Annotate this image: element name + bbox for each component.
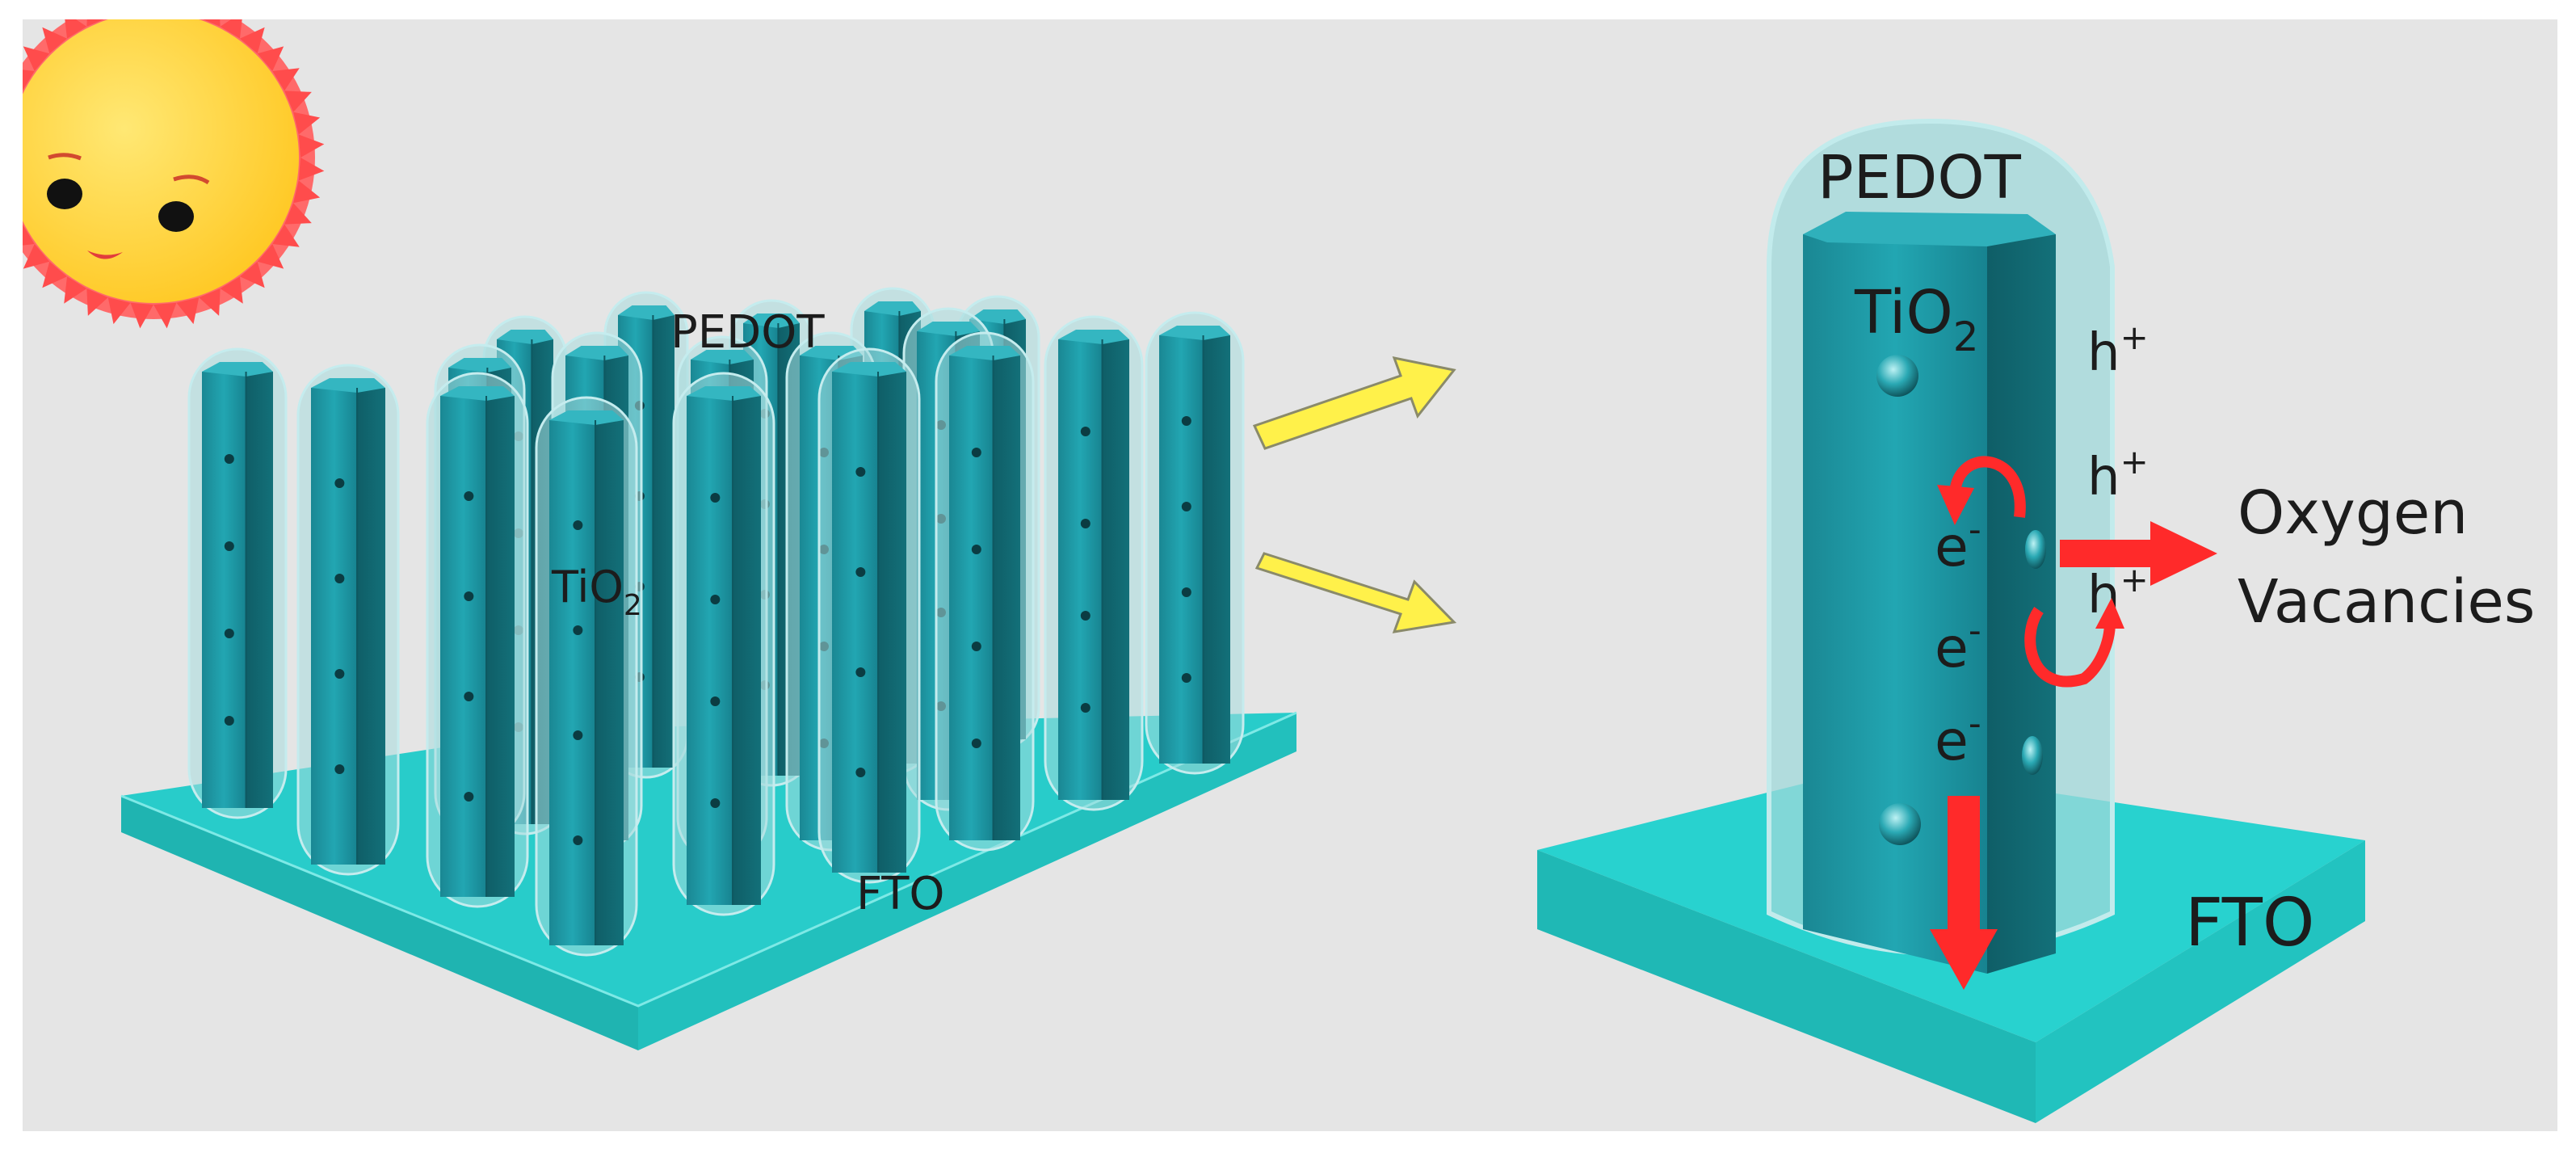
yellow-arrow-icon bbox=[1252, 356, 1456, 450]
red-arrow-icon bbox=[2060, 521, 2217, 586]
left-fto-label: FTO bbox=[856, 868, 945, 920]
nanorod bbox=[296, 364, 400, 876]
sun-ray bbox=[293, 112, 321, 135]
left-array-illustration: PEDOT TiO2 FTO bbox=[120, 287, 1297, 1050]
left-pedot-label: PEDOT bbox=[670, 306, 825, 359]
sun-ray bbox=[257, 46, 284, 72]
nanorod bbox=[535, 396, 638, 957]
electron-label: e- bbox=[1935, 703, 1981, 773]
right-tio2-rod bbox=[1803, 212, 2056, 974]
sun-ray bbox=[239, 261, 265, 288]
oxygen-vacancies-label: Oxygen Vacancies bbox=[2238, 478, 2535, 637]
right-single-rod-illustration: PEDOT TiO2 h+ h+ h+ e- e- e- bbox=[1537, 118, 2535, 1123]
nanorod bbox=[187, 347, 288, 819]
nanorod bbox=[1145, 311, 1245, 775]
sun-ray bbox=[176, 297, 200, 325]
nanorod bbox=[672, 372, 775, 916]
sun-ray bbox=[42, 27, 68, 54]
right-pedot-label: PEDOT bbox=[1817, 143, 2022, 213]
nanorod bbox=[1044, 315, 1144, 811]
sun-ray bbox=[239, 27, 265, 54]
sun-ray bbox=[284, 90, 312, 112]
sun-ray bbox=[153, 302, 177, 329]
electron-label: e- bbox=[1935, 610, 1981, 680]
sun-ray bbox=[293, 180, 321, 204]
electron-label: e- bbox=[1935, 509, 1981, 579]
electron-labels: e- e- e- bbox=[1935, 509, 1981, 773]
sun-ray bbox=[298, 134, 325, 158]
nanorod bbox=[817, 347, 921, 884]
red-arrow-icon bbox=[1937, 456, 2026, 525]
yellow-arrow-icon bbox=[1254, 552, 1457, 633]
sun-ray bbox=[284, 203, 312, 225]
nanorod bbox=[935, 331, 1035, 852]
sun-ray bbox=[199, 288, 221, 316]
sun-ray bbox=[130, 302, 153, 329]
hole-label: h+ bbox=[2087, 442, 2149, 507]
red-arrow-icon bbox=[1930, 796, 1998, 990]
left-tio2-label: TiO2 bbox=[551, 562, 642, 622]
sun-ray bbox=[272, 224, 300, 247]
red-arrow-icon bbox=[2024, 598, 2124, 688]
sun-ray bbox=[220, 276, 243, 304]
sun-ray bbox=[42, 261, 68, 288]
left-nanorod-array bbox=[187, 287, 1245, 957]
sun-icon bbox=[0, 0, 339, 339]
sun-ray bbox=[23, 46, 50, 72]
sun-ray bbox=[257, 243, 284, 269]
sun-ray bbox=[23, 243, 50, 269]
sun-ray bbox=[298, 158, 325, 181]
sun-ray bbox=[86, 288, 108, 316]
right-fto-label: FTO bbox=[2185, 885, 2314, 962]
sun-ray bbox=[107, 297, 131, 325]
hole-label: h+ bbox=[2087, 318, 2149, 383]
nanorod bbox=[426, 372, 529, 908]
sun-ray bbox=[64, 276, 87, 304]
sun-ray bbox=[272, 68, 300, 91]
right-tio2-label: TiO2 bbox=[1854, 278, 1979, 360]
